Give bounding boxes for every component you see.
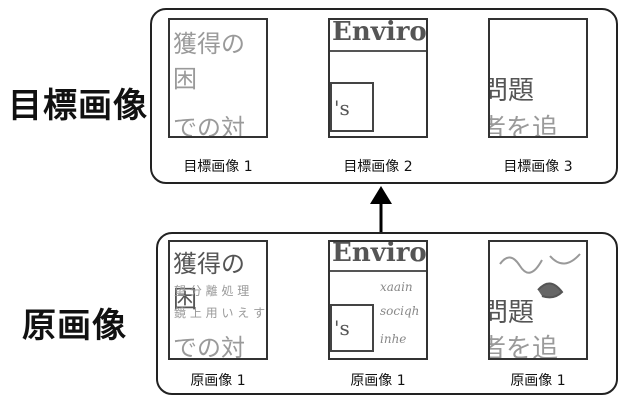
target-caption-2: 目標画像 2 — [343, 159, 413, 175]
original-caption-1: 原画像 1 — [190, 373, 246, 389]
original-images-label: 原画像 — [22, 306, 127, 346]
target-images-label: 目標画像 — [8, 86, 148, 126]
thumb-text: 望 分 離 処 理 — [174, 284, 250, 298]
thumb-text: 獲得の困 — [173, 30, 245, 93]
target-caption-3: 目標画像 3 — [503, 159, 573, 175]
thumb-text: xaain — [380, 280, 413, 294]
thumb-text: Enviro — [332, 240, 427, 268]
thumb-text: 問題 — [490, 298, 535, 328]
original-images-panel: 獲得の困 望 分 離 処 理 鏡 上 用 い え す での対策 Enviro x… — [156, 232, 618, 395]
target-image-2: Enviro 's — [328, 18, 428, 138]
thumb-text: での対策 — [173, 114, 245, 138]
thumb-text: inhe — [380, 332, 407, 346]
thumb-text: Enviro — [332, 18, 427, 47]
thumb-text: 者を追 — [490, 114, 559, 138]
original-caption-2: 原画像 1 — [350, 373, 406, 389]
thumb-text: 鏡 上 用 い え す — [174, 306, 266, 320]
up-arrow-icon — [370, 186, 392, 232]
thumb-text: sociqh — [380, 304, 420, 318]
thumb-text: 者を追 — [490, 334, 559, 360]
thumb-text: 's — [334, 96, 350, 120]
handwriting-scribble — [499, 253, 581, 299]
target-image-1: 獲得の困 での対策 — [168, 18, 268, 138]
thumb-box: 's — [330, 82, 374, 132]
target-image-3: 問題 者を追 — [488, 18, 588, 138]
original-image-1: 獲得の困 望 分 離 処 理 鏡 上 用 い え す での対策 — [168, 240, 268, 360]
thumb-rule — [330, 270, 426, 272]
thumb-box: 's — [330, 304, 374, 352]
original-caption-3: 原画像 1 — [510, 373, 566, 389]
original-image-2: Enviro xaain sociqh inhe 's — [328, 240, 428, 360]
target-images-panel: 獲得の困 での対策 Enviro 's 問題 者を追 目標画像 1 目標画像 2… — [150, 8, 618, 184]
original-image-3: 問題 者を追 — [488, 240, 588, 360]
target-caption-1: 目標画像 1 — [183, 159, 253, 175]
thumb-text: での対策 — [173, 334, 245, 360]
thumb-text: 問題 — [490, 76, 535, 106]
thumb-text: 's — [334, 316, 350, 340]
thumb-rule — [330, 50, 426, 52]
thumb-text: 獲得の困 — [173, 250, 245, 313]
